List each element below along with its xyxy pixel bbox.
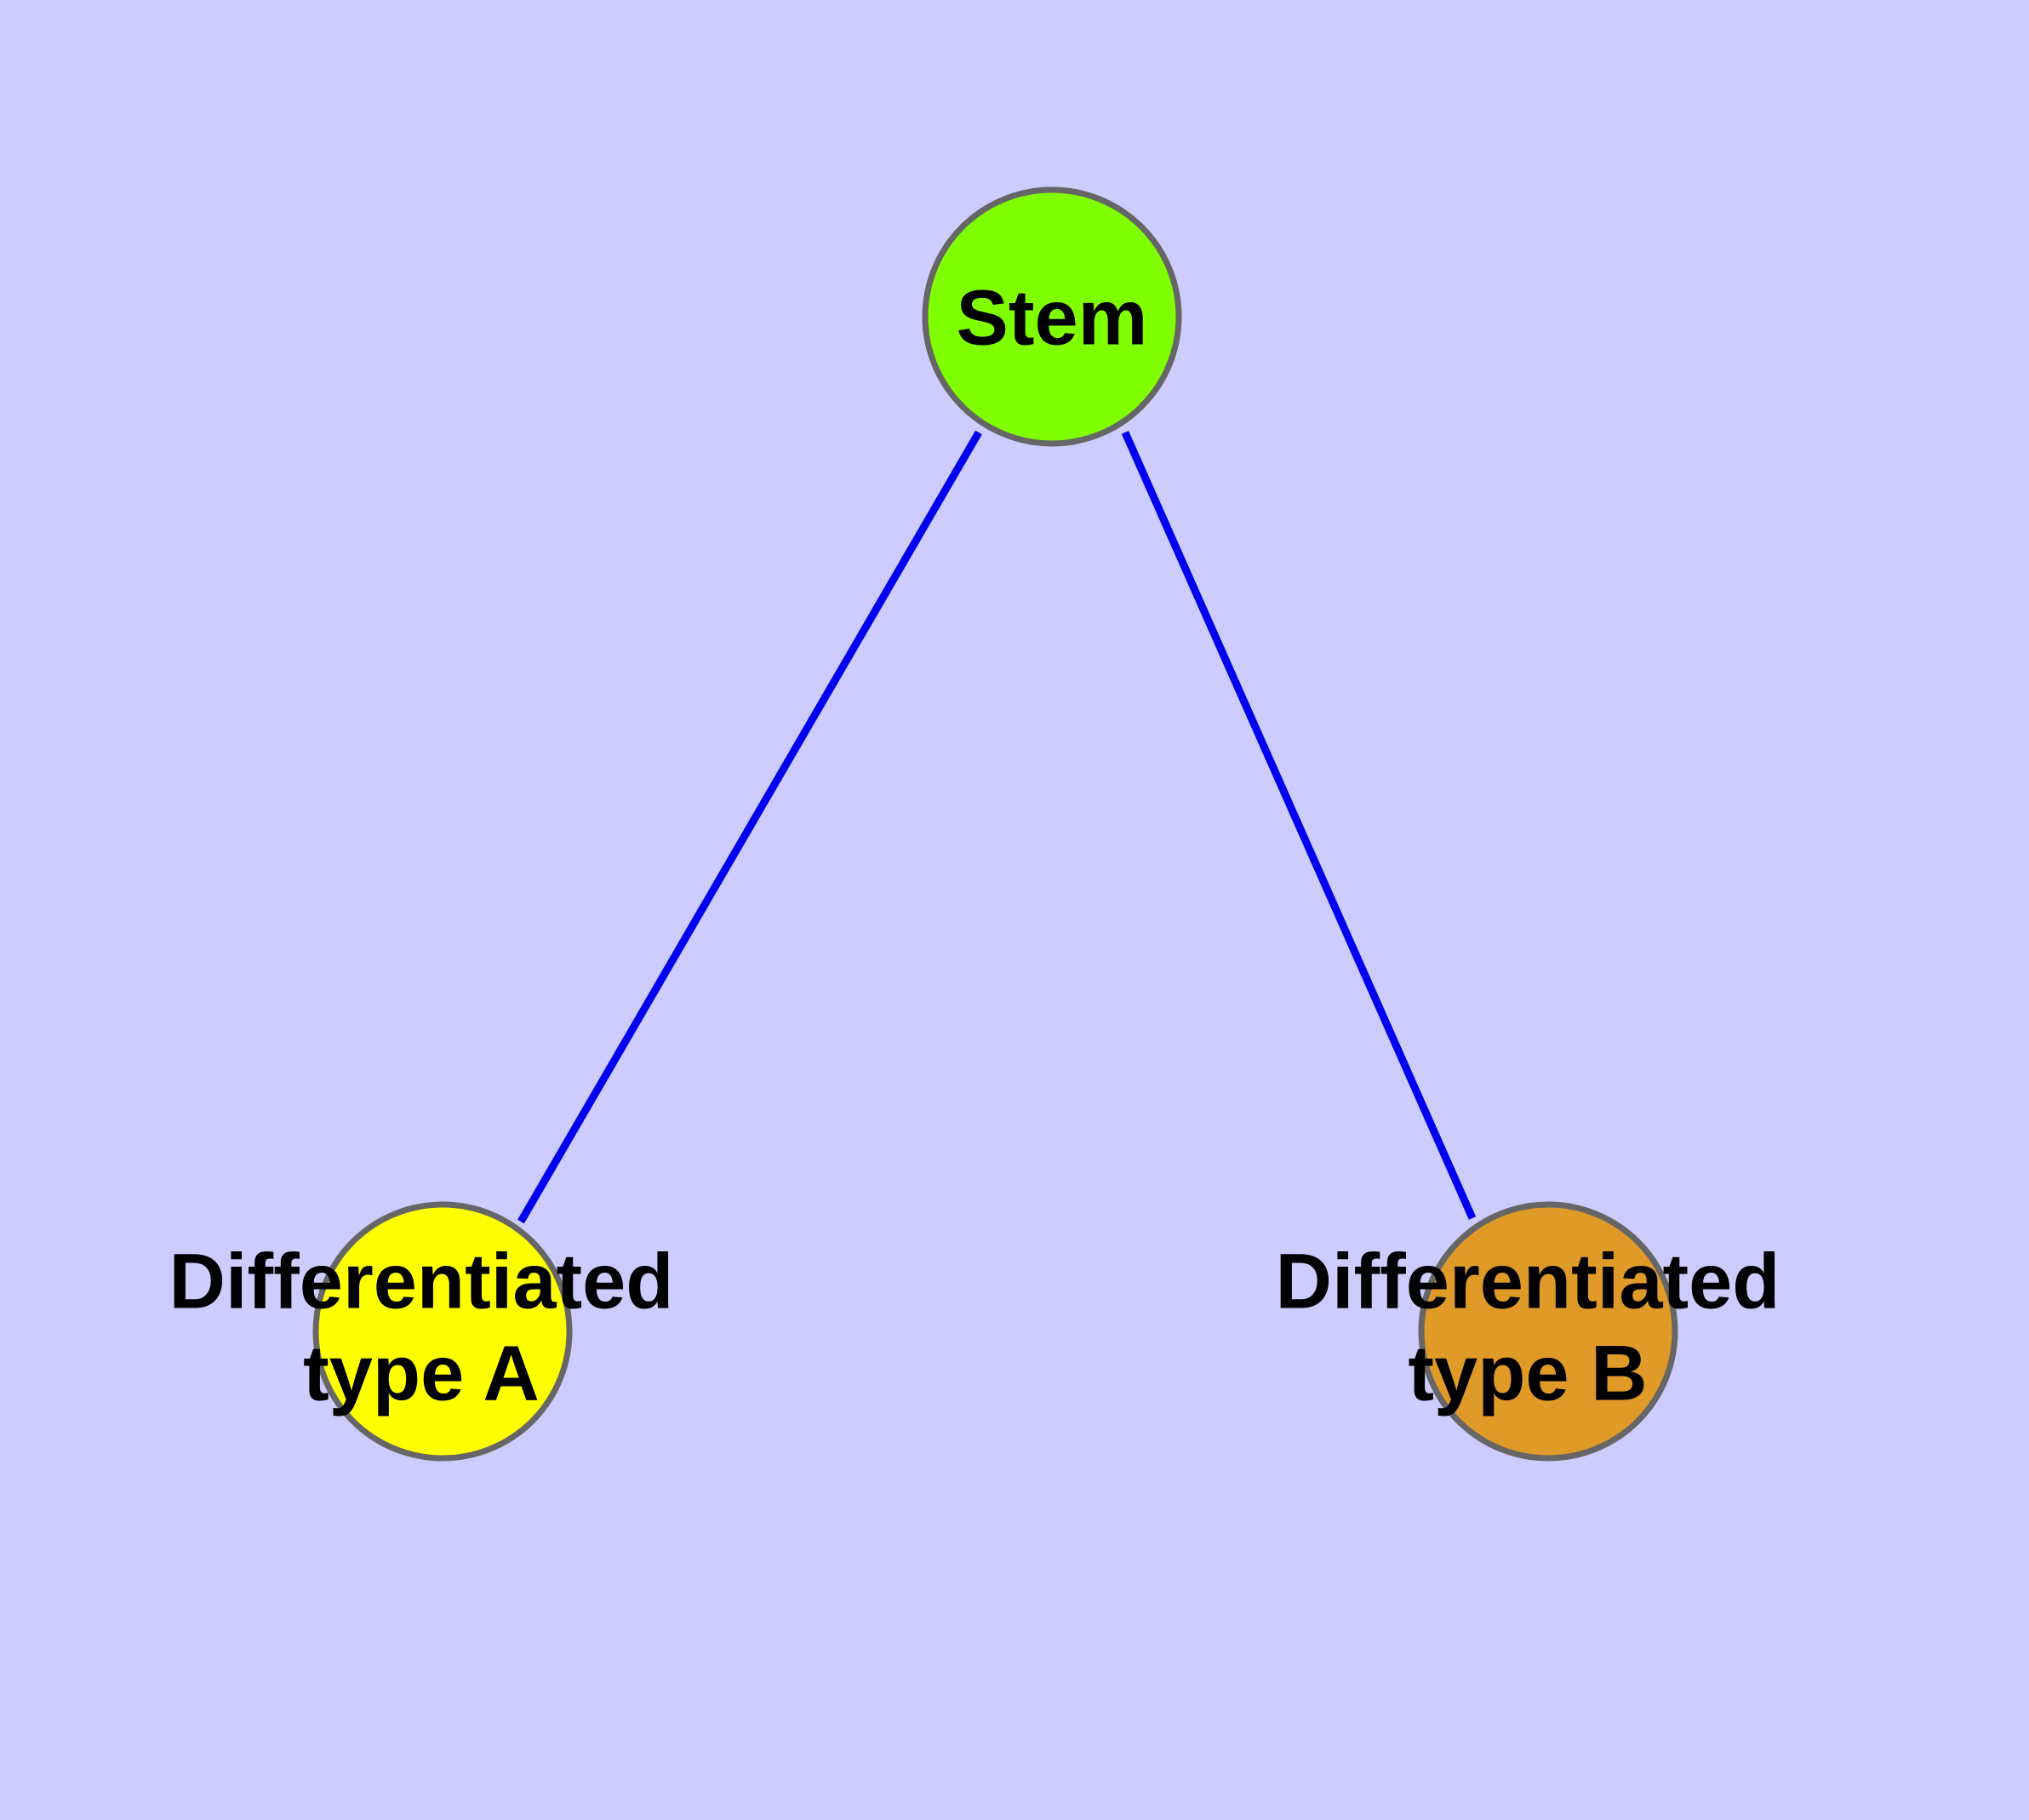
node-differentiated-type-b-label-line1: Differentiated — [1276, 1238, 1780, 1325]
node-differentiated-type-b-circle[interactable] — [1418, 1201, 1678, 1462]
edge-stem-to-differentiated-type-a[interactable] — [517, 430, 982, 1224]
node-differentiated-type-a-label-line1: Differentiated — [169, 1238, 674, 1325]
node-stem-label: Stem — [957, 274, 1148, 361]
node-differentiated-type-a-label-line2: type A — [303, 1330, 540, 1417]
node-differentiated-type-b[interactable]: Differentiated type B — [1276, 1201, 1780, 1462]
edge-stem-to-differentiated-type-b[interactable] — [1121, 431, 1477, 1220]
node-differentiated-type-a[interactable]: Differentiated type A — [169, 1201, 674, 1462]
node-differentiated-type-b-label-line2: type B — [1408, 1330, 1647, 1417]
edge-layer — [517, 430, 1477, 1224]
node-layer: Stem Differentiated type A Differentiate… — [169, 186, 1780, 1462]
node-stem-circle[interactable] — [922, 186, 1182, 447]
node-differentiated-type-a-circle[interactable] — [312, 1201, 573, 1462]
node-stem[interactable]: Stem — [922, 186, 1182, 447]
